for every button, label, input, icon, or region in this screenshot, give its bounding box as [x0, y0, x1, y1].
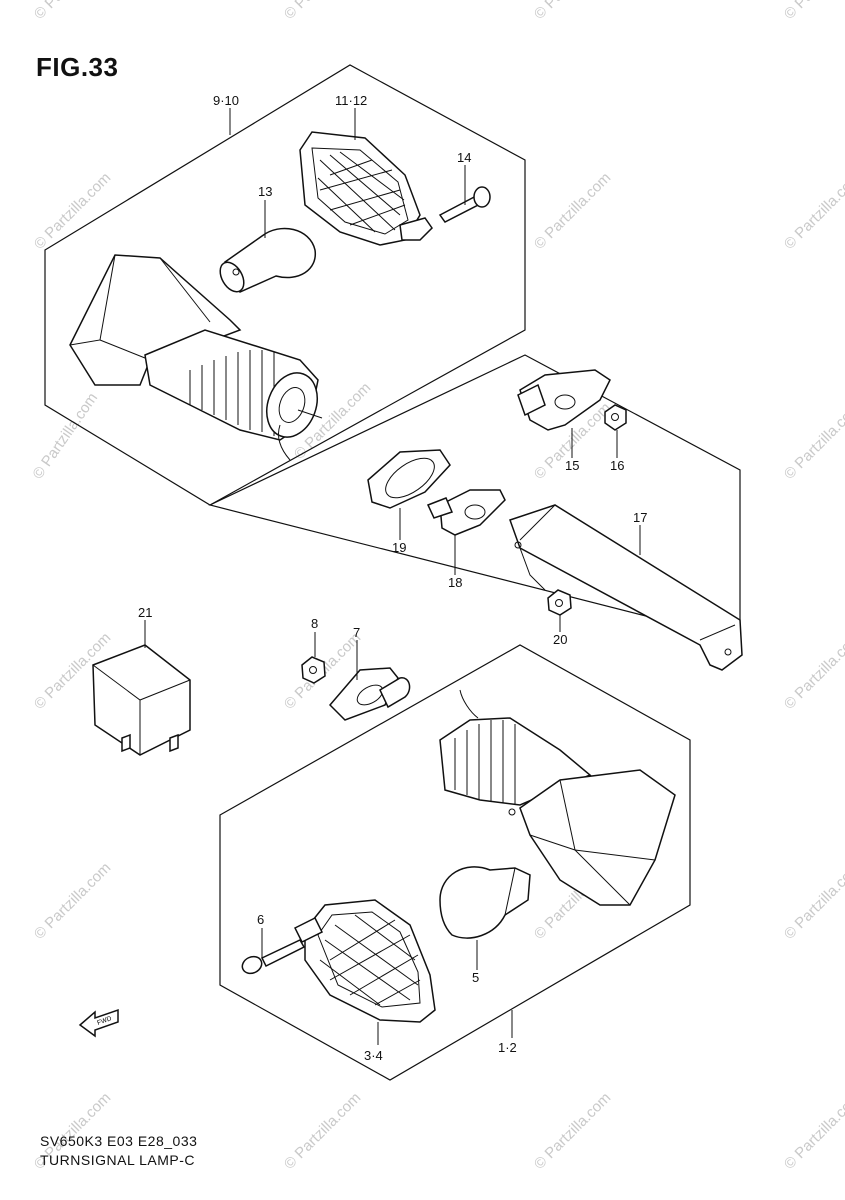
footer-title: TURNSIGNAL LAMP-C [40, 1152, 196, 1168]
callout-8: 8 [311, 616, 318, 631]
watermark-layer: © Partzilla.com © Partzilla.com © Partzi… [29, 0, 845, 1173]
callout-1-2: 1·2 [498, 1040, 517, 1055]
callout-7: 7 [353, 625, 360, 640]
callout-20: 20 [553, 632, 567, 647]
callout-19: 19 [392, 540, 406, 555]
fwd-arrow-icon: FWD [78, 1008, 119, 1038]
watermark: © Partzilla.com [281, 1089, 364, 1172]
callout-3-4: 3·4 [364, 1048, 383, 1063]
bulb-13 [219, 227, 316, 293]
callout-14: 14 [457, 150, 471, 165]
watermark: © Partzilla.com [281, 0, 364, 23]
leader-lines [144, 108, 641, 1045]
watermark: © Partzilla.com [781, 0, 845, 23]
nut-8 [301, 656, 326, 684]
figure-title: FIG.33 [36, 52, 119, 82]
watermark: © Partzilla.com [29, 390, 101, 483]
watermark: © Partzilla.com [781, 169, 845, 252]
relay-21 [92, 644, 191, 756]
nut-16 [604, 404, 627, 431]
watermark: © Partzilla.com [531, 169, 614, 252]
spacer-15 [517, 369, 611, 431]
grommet-19 [367, 449, 451, 509]
callout-16: 16 [610, 458, 624, 473]
watermark: © Partzilla.com [31, 169, 114, 252]
bulb-5 [439, 866, 531, 939]
watermark: © Partzilla.com [781, 399, 845, 482]
lamp-housing-upper [69, 254, 323, 461]
callout-6: 6 [257, 912, 264, 927]
assembly-box-lower [219, 644, 691, 1081]
watermark: © Partzilla.com [31, 859, 114, 942]
callout-13: 13 [258, 184, 272, 199]
fwd-label: FWD [96, 1015, 113, 1027]
screw-6 [241, 939, 306, 975]
watermark: © Partzilla.com [531, 0, 614, 23]
lens-lower [293, 899, 436, 1023]
lens-upper [299, 131, 433, 246]
lamp-housing-lower [439, 689, 676, 906]
bracket-17 [509, 504, 743, 671]
callout-11-12: 11·12 [335, 93, 367, 108]
watermark: © Partzilla.com [31, 0, 114, 23]
callout-15: 15 [565, 458, 579, 473]
watermark: © Partzilla.com [781, 859, 845, 942]
footer-code: SV650K3 E03 E28_033 [40, 1133, 198, 1149]
watermark: © Partzilla.com [531, 1089, 614, 1172]
watermark: © Partzilla.com [781, 629, 845, 712]
callout-labels: 9·10 11·12 14 13 15 16 17 19 18 20 21 8 … [138, 93, 647, 1063]
nut-20 [547, 589, 572, 616]
callout-5: 5 [472, 970, 479, 985]
callout-9-10: 9·10 [213, 93, 239, 108]
spacer-7 [328, 667, 411, 721]
plate-18 [426, 489, 506, 536]
callout-18: 18 [448, 575, 462, 590]
assembly-box-upper [44, 64, 526, 506]
callout-21: 21 [138, 605, 152, 620]
watermark: © Partzilla.com [781, 1089, 845, 1172]
callout-17: 17 [633, 510, 647, 525]
